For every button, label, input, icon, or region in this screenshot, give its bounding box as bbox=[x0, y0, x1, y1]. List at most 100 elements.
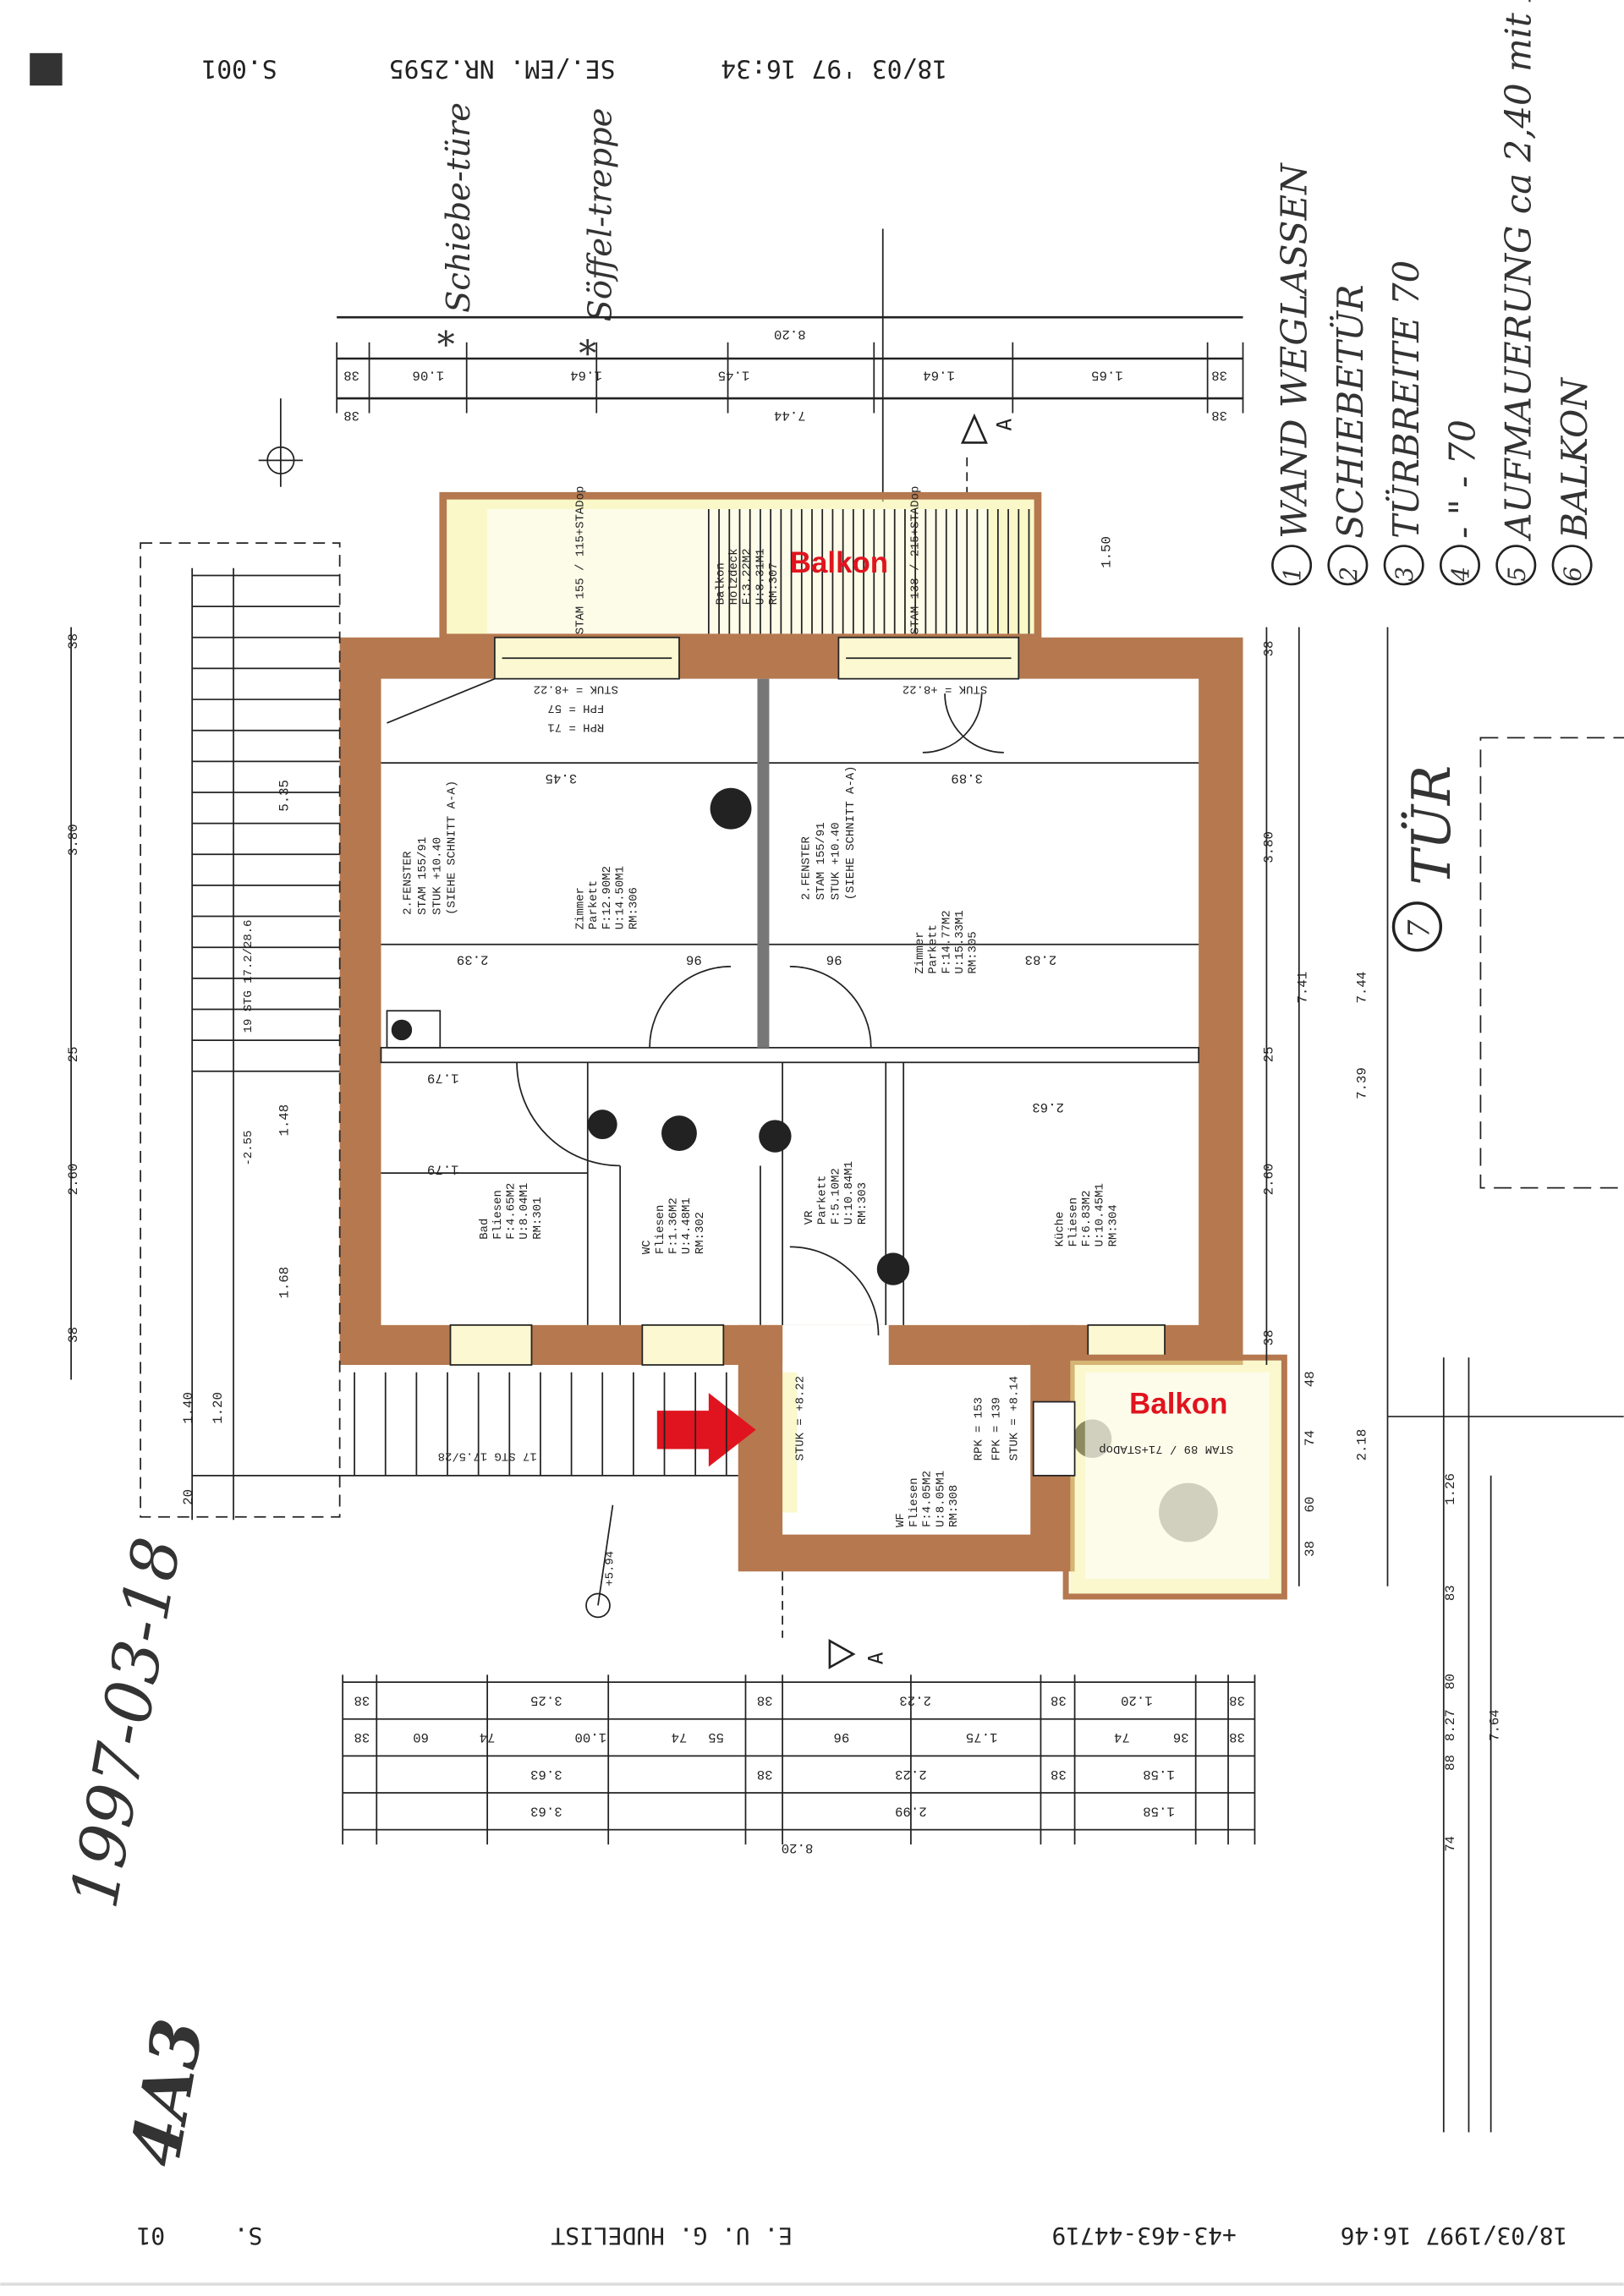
room-detail: Fliesen bbox=[491, 1190, 505, 1240]
door-note: 7 TÜR bbox=[1391, 765, 1462, 952]
room-name: Balkon bbox=[714, 562, 727, 605]
svg-text:7: 7 bbox=[1402, 919, 1436, 939]
building-walls bbox=[339, 636, 1243, 1366]
dimension-label: 3.63 bbox=[530, 1803, 562, 1818]
change-number: 3 bbox=[1391, 567, 1418, 582]
dimension-label: 88 bbox=[1443, 1755, 1458, 1771]
dimension-label: 1.50 bbox=[1099, 536, 1114, 568]
dimension-label: 36 bbox=[1173, 1729, 1189, 1745]
dimension-label: 38 bbox=[1261, 641, 1276, 657]
dimension-label: 20 bbox=[181, 1489, 196, 1505]
window-note: 2.FENSTER bbox=[800, 836, 814, 900]
dimension-label: 1.58 bbox=[1143, 1803, 1175, 1818]
svg-text:-2.55: -2.55 bbox=[242, 1131, 255, 1166]
dimension-label: 2.60 bbox=[66, 1164, 81, 1196]
dimension-label: 1.79 bbox=[427, 1070, 459, 1085]
change-text: - " - 70 bbox=[1441, 419, 1483, 539]
balcony-top-label: Balkon bbox=[790, 546, 888, 579]
dimension-label: 60 bbox=[413, 1729, 429, 1745]
window bbox=[449, 1324, 533, 1366]
dimension-label: 1.20 bbox=[211, 1392, 226, 1424]
dimension-label: 1.26 bbox=[1443, 1473, 1458, 1505]
svg-text:17 STG 17.5/28: 17 STG 17.5/28 bbox=[438, 1449, 537, 1463]
room-detail: RM:307 bbox=[767, 562, 781, 605]
plan-notes: STUK = +8.22 FPH = 57 RPH = 71 STUK = +8… bbox=[401, 682, 987, 914]
dimension-label: 3.80 bbox=[1261, 831, 1276, 863]
dimension-label: 3.80 bbox=[66, 824, 81, 856]
dimension-label: 38 bbox=[354, 1693, 370, 1708]
change-number: 5 bbox=[1503, 567, 1531, 582]
room-detail: U:10.84M1 bbox=[842, 1161, 856, 1225]
dimension-label: 2.99 bbox=[895, 1803, 927, 1818]
dimension-label: 1.68 bbox=[277, 1267, 293, 1299]
fax-header: 18/03 '97 16:34 SE./EM. NR.2595 S.001 bbox=[30, 52, 947, 86]
window-note: (SIEHE SCHNITT A-A) bbox=[446, 781, 459, 915]
svg-text:STUK = +8.14: STUK = +8.14 bbox=[1008, 1376, 1022, 1460]
dimension-label: 38 bbox=[1211, 368, 1227, 383]
dimension-label: 1.45 bbox=[718, 368, 750, 383]
room-detail: F:3.22M2 bbox=[741, 548, 754, 605]
dimension-label: 38 bbox=[354, 1729, 370, 1745]
room-detail: F:6.83M2 bbox=[1080, 1190, 1094, 1247]
stam-note: STAM 155 / 115+STADop bbox=[574, 486, 588, 635]
svg-text:+43-463-44719: +43-463-44719 bbox=[1051, 2222, 1236, 2250]
stam-note: STAM 138 / 215+STADop bbox=[909, 486, 923, 635]
dimension-label: 2.18 bbox=[1354, 1429, 1369, 1461]
window-note: 2.FENSTER bbox=[401, 851, 414, 915]
room-detail: Holzdeck bbox=[727, 548, 741, 605]
room-detail: U:15.33M1 bbox=[953, 910, 967, 973]
room-detail: U:8.31M1 bbox=[754, 548, 767, 605]
dimension-label: 1.64 bbox=[570, 368, 602, 383]
handwritten-note-treppe: Söffel-treppe bbox=[582, 108, 620, 322]
svg-text:STUK = +8.22: STUK = +8.22 bbox=[903, 682, 987, 695]
dimension-label: 1.79 bbox=[427, 1161, 459, 1176]
room-name: Zimmer bbox=[574, 887, 588, 929]
dimension-label: 5.35 bbox=[277, 780, 293, 812]
dimension-label: 74 bbox=[1114, 1729, 1130, 1745]
dimension-label: 1.64 bbox=[923, 368, 955, 383]
svg-text:01: 01 bbox=[136, 2222, 165, 2250]
circled-number-icon bbox=[1271, 545, 1313, 586]
dimension-label: 1.75 bbox=[966, 1729, 998, 1745]
room-detail: Parkett bbox=[816, 1175, 830, 1225]
room-detail: F:4.05M2 bbox=[921, 1471, 935, 1527]
dimension-label: 38 bbox=[343, 408, 359, 423]
svg-text:+5.94: +5.94 bbox=[603, 1551, 617, 1586]
asterisk-mark: * bbox=[579, 333, 596, 375]
svg-text:19 STG 17.2/28.6: 19 STG 17.2/28.6 bbox=[242, 920, 255, 1033]
svg-text:FPH = 57: FPH = 57 bbox=[547, 701, 604, 715]
room-detail: RM:305 bbox=[967, 931, 980, 973]
dimension-label: 2.83 bbox=[1025, 952, 1057, 967]
dimension-label: 38 bbox=[1229, 1693, 1245, 1708]
room-name: WF bbox=[894, 1513, 908, 1527]
svg-text:STAM 89 / 71+STADop: STAM 89 / 71+STADop bbox=[1099, 1442, 1233, 1455]
svg-text:STUK = +8.22: STUK = +8.22 bbox=[794, 1376, 808, 1460]
window-note: (SIEHE SCHNITT A-A) bbox=[844, 765, 858, 900]
window-note: STUK +10.40 bbox=[431, 837, 444, 915]
fax-footer: 18/03/1997 16:46 +43-463-44719 E. U. G. … bbox=[0, 2222, 1624, 2286]
dimension-label: 55 bbox=[708, 1729, 724, 1745]
circled-number-icon bbox=[1495, 545, 1537, 586]
svg-text:RPH = 71: RPH = 71 bbox=[547, 721, 604, 734]
dimension-label: 8.27 bbox=[1443, 1709, 1458, 1741]
room-detail: U:4.48M1 bbox=[680, 1197, 694, 1254]
dimension-label: 38 bbox=[343, 368, 359, 383]
dimension-label: 1.48 bbox=[277, 1104, 293, 1137]
circled-number-icon bbox=[1551, 545, 1593, 586]
asterisk-mark: * bbox=[437, 324, 455, 365]
room-detail: U:10.45M1 bbox=[1094, 1183, 1107, 1247]
axis-marker-icon bbox=[258, 398, 304, 487]
dimension-label: 7.41 bbox=[1296, 972, 1311, 1004]
dimension-label: 60 bbox=[1303, 1497, 1318, 1513]
room-detail: Fliesen bbox=[654, 1205, 667, 1255]
change-text: AUFMAUERUNG ca 2,40 mit ROST bbox=[1498, 0, 1539, 542]
boiler-symbol bbox=[386, 1010, 442, 1049]
balcony-top: Balkon STAM 155 / 115+STADop STAM 138 / … bbox=[439, 486, 1042, 642]
balcony-right: Balkon STAM 89 / 71+STADop bbox=[1032, 1354, 1287, 1600]
